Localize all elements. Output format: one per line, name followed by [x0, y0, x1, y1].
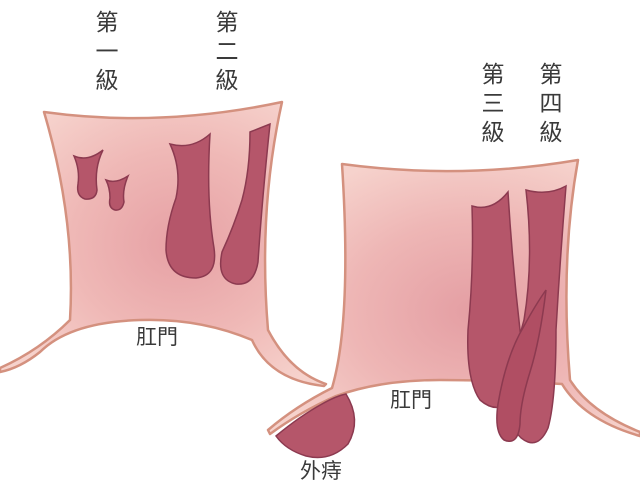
grade4-label: 第四級	[536, 62, 559, 149]
anus-label-right: 肛門	[390, 390, 432, 411]
right-canal-tissue	[268, 160, 640, 436]
external-hemorrhoid-label: 外痔	[300, 461, 342, 482]
grade2-label: 第二級	[212, 10, 235, 97]
right-anal-canal	[268, 160, 640, 436]
anus-label-left: 肛門	[136, 327, 178, 348]
grade1-label: 第一級	[92, 10, 115, 97]
grade3-label: 第三級	[478, 62, 501, 149]
